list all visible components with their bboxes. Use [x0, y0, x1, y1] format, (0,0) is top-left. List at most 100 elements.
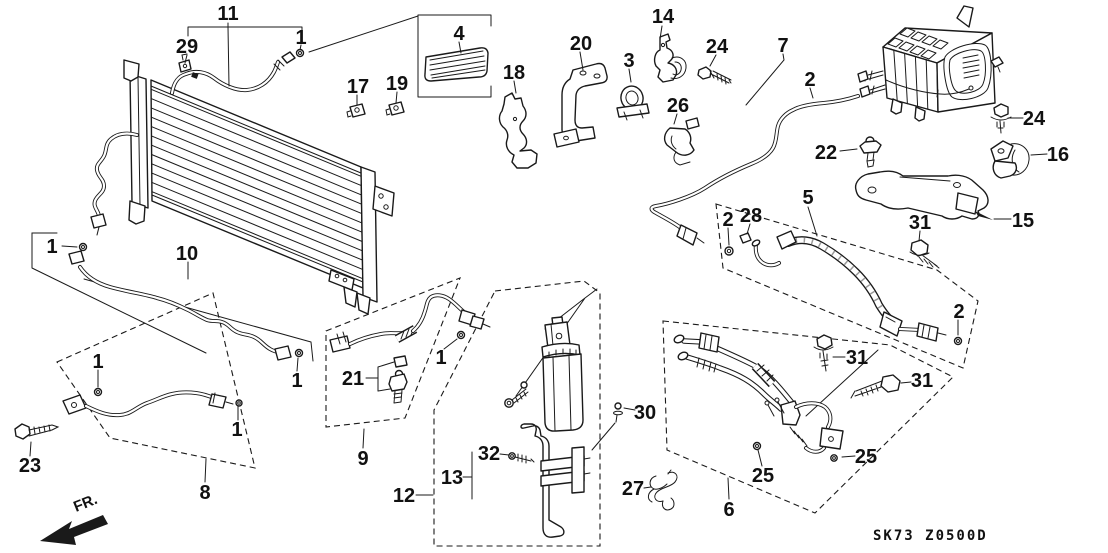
front-direction-indicator: FR. [40, 491, 108, 545]
insulator-4 [417, 14, 492, 98]
part-callout-1-31: 1 [231, 419, 242, 441]
part-callout-2-22: 2 [953, 301, 964, 323]
part-callout-4-5: 4 [453, 23, 465, 45]
nut-17 [346, 103, 366, 118]
receiver-dryer-12 [504, 316, 678, 538]
bolt-32 [508, 452, 535, 464]
bracket-20 [553, 62, 608, 148]
part-callout-31-18: 31 [909, 212, 931, 234]
part-callout-31-41: 31 [846, 347, 868, 369]
assembly-boxes [56, 203, 979, 547]
bolt-31-vertical [813, 334, 834, 372]
mount-bolt [504, 381, 529, 408]
part-callout-31-42: 31 [911, 370, 933, 392]
part-callout-14-9: 14 [652, 6, 675, 28]
pipe-11-nut [281, 51, 296, 64]
fr-label: FR. [71, 491, 100, 516]
part-callout-17-3: 17 [347, 76, 369, 98]
part-callout-11-0: 11 [217, 3, 238, 25]
part-callout-13-34: 13 [441, 467, 463, 489]
part-callout-8-32: 8 [199, 482, 210, 504]
condenser [123, 59, 395, 315]
part-callout-1-27: 1 [435, 347, 446, 369]
part-callout-20-7: 20 [570, 33, 592, 55]
part-callout-24-15: 24 [1023, 108, 1046, 130]
leader-lines [29, 22, 1048, 500]
part-callout-15-17: 15 [1012, 210, 1034, 232]
box-receiver-12 [433, 280, 601, 547]
part-callout-12-33: 12 [393, 485, 415, 507]
bolt-31-top [909, 239, 940, 269]
bolt-24-right [990, 103, 1012, 134]
hose-9 [329, 293, 491, 404]
clamp-14 [653, 33, 687, 83]
part-callout-1-30: 1 [92, 351, 103, 373]
hose-6 [673, 332, 901, 462]
clip-27 [647, 469, 678, 511]
part-callout-1-2: 1 [295, 27, 306, 49]
oring-25-right [830, 454, 838, 462]
canister [541, 316, 584, 432]
nut-28-part [739, 232, 752, 244]
pipe-7 [649, 94, 860, 246]
part-callout-26-11: 26 [667, 95, 689, 117]
part-callout-19-4: 19 [386, 73, 408, 95]
part-callout-6-38: 6 [723, 499, 734, 521]
part-callout-2-13: 2 [804, 69, 815, 91]
condenser-bracket-plate [372, 185, 395, 217]
part-callout-10-23: 10 [176, 243, 198, 265]
nut-19 [385, 101, 405, 116]
oring-1-top [295, 48, 305, 58]
oring-1-pipe8 [235, 399, 243, 407]
part-callout-1-24: 1 [46, 236, 57, 258]
part-callout-3-8: 3 [623, 50, 634, 72]
bracket-16 [990, 140, 1030, 179]
part-callout-5-19: 5 [802, 187, 813, 209]
bolt-24-top [697, 66, 732, 85]
pipe-8 [14, 387, 243, 440]
part-callout-28-21: 28 [740, 205, 762, 227]
clamp-3 [616, 85, 650, 121]
grommet-1 [93, 387, 103, 397]
oring-1-mid [294, 348, 304, 358]
sensor-22 [859, 136, 882, 168]
condenser-right-tank [360, 166, 378, 303]
bolt-23 [14, 423, 60, 440]
oring-1-left [78, 242, 88, 252]
clamp-26 [663, 117, 700, 166]
part-callout-25-39: 25 [752, 465, 774, 487]
bracket-15 [854, 170, 993, 220]
part-callout-9-28: 9 [357, 448, 368, 470]
oring-25-left [752, 441, 762, 451]
part-callout-27-37: 27 [622, 478, 644, 500]
part-callout-21-26: 21 [342, 368, 364, 390]
bracket-13 [520, 423, 591, 538]
part-callout-16-16: 16 [1047, 144, 1069, 166]
box-hose-5 [715, 203, 979, 369]
sensor-21 [388, 355, 408, 404]
bracket-18 [498, 92, 538, 169]
oring-2-b [724, 246, 734, 256]
box-hose-6 [662, 320, 954, 514]
condenser-fins [150, 88, 364, 280]
fr-arrow-icon [40, 515, 108, 545]
hose-5 [724, 230, 963, 346]
part-callout-7-12: 7 [777, 35, 788, 57]
part-callout-2-20: 2 [722, 209, 733, 231]
valve-30 [613, 402, 623, 423]
pipe-10 [68, 131, 304, 361]
part-callout-18-6: 18 [503, 62, 525, 84]
pipe-11 [170, 48, 305, 95]
part-callout-29-1: 29 [176, 36, 198, 58]
part-callout-25-40: 25 [855, 446, 877, 468]
diagram-code: SK73 Z0500D [873, 528, 988, 544]
region-lines [31, 15, 879, 451]
evaporator-unit [857, 5, 1004, 122]
oring-2-c [953, 336, 963, 346]
oring-1-hose9 [456, 330, 466, 340]
part-callout-24-10: 24 [706, 36, 729, 58]
part-callout-32-35: 32 [478, 443, 500, 465]
